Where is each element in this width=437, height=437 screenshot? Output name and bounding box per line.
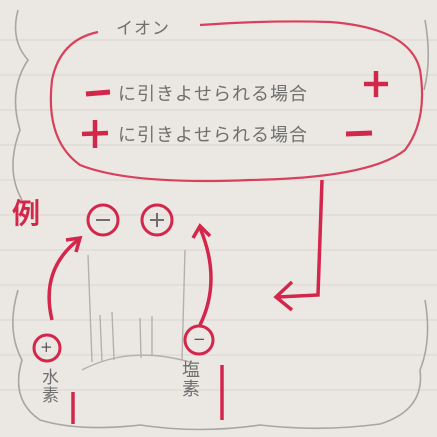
- red-rounded-box: [49, 20, 424, 183]
- right-arrowhead: [191, 223, 212, 239]
- rule1-minus-sign: [85, 89, 111, 97]
- left-electrode-sign: +: [40, 338, 53, 356]
- pencil-beaker: [81, 249, 191, 371]
- left-curved-arrow: [47, 238, 80, 321]
- cation-circle: [140, 203, 174, 237]
- left-gas-label: 水素: [38, 368, 58, 404]
- example-label: 例: [12, 197, 41, 230]
- rule-line-1: に引きよせられる場合: [118, 84, 308, 105]
- rule-line-2: に引きよせられる場合: [118, 125, 308, 146]
- return-arrowhead: [273, 280, 294, 312]
- title-ion: イオン: [116, 19, 170, 39]
- pencil-cloud-outline: [12, 9, 430, 431]
- left-arrowhead: [65, 235, 83, 253]
- right-electrode-sign: −: [193, 330, 206, 348]
- rule2-minus-sign: [345, 130, 373, 137]
- right-electrode-circle: [183, 324, 215, 356]
- anion-circle: [86, 203, 120, 237]
- left-electrode-circle: [32, 333, 62, 363]
- right-curved-arrow: [198, 227, 213, 326]
- return-arrow: [277, 179, 324, 299]
- right-gas-label: 塩素: [179, 360, 200, 398]
